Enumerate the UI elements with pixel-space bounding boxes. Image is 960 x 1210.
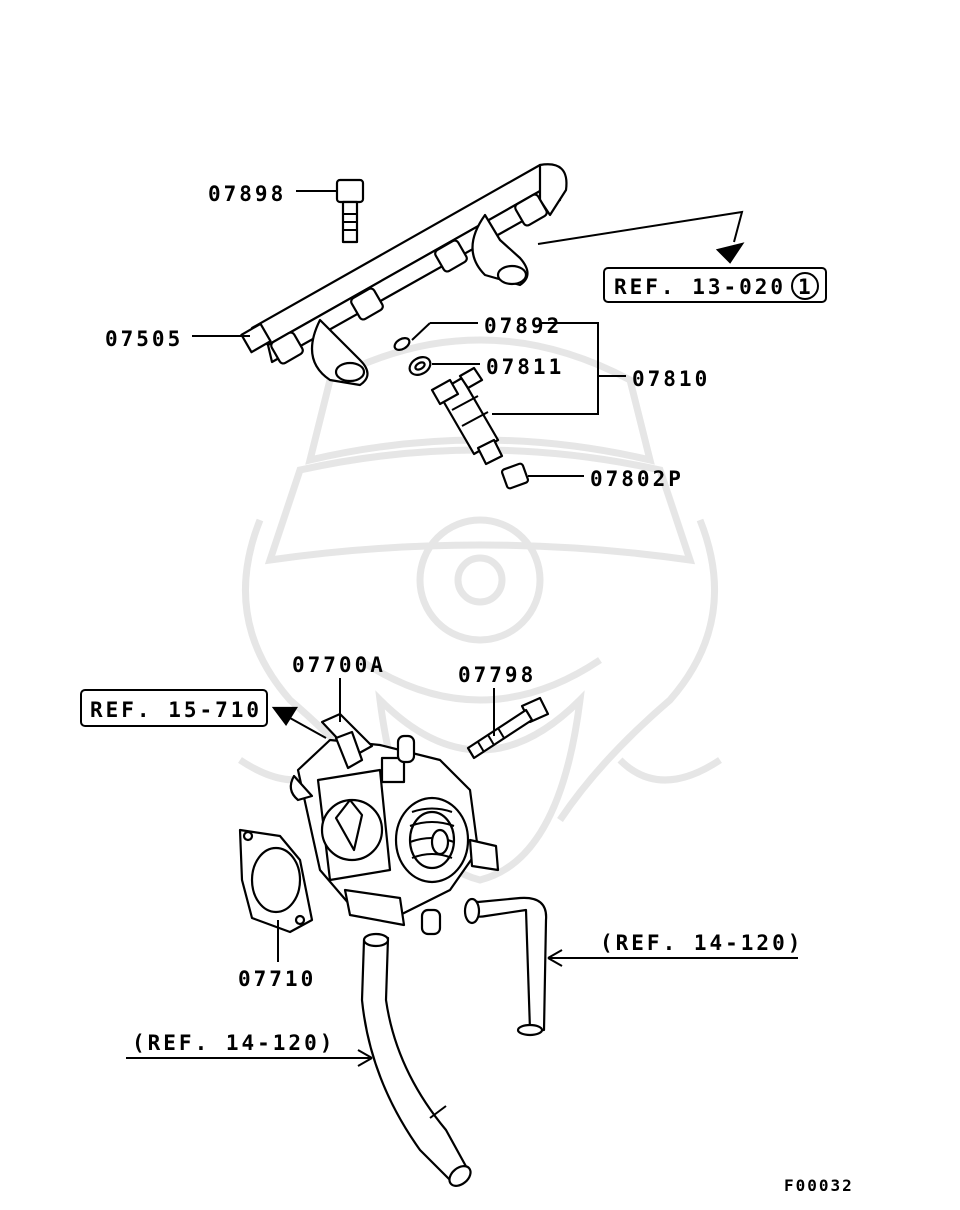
label-throttle-body: 07700A (292, 653, 386, 677)
ref-15-710-box[interactable]: REF. 15-710 (80, 689, 268, 727)
throttle-body[interactable] (289, 712, 500, 936)
label-bolt-throttle: 07798 (458, 663, 536, 687)
bolt-throttle-icon[interactable] (466, 696, 550, 760)
ref-13-020-circle: 1 (798, 275, 811, 299)
ref-13-020-text: REF. 13-020 (614, 275, 786, 299)
label-injector: 07810 (632, 367, 710, 391)
ref-14-120-right: (REF. 14-120) (600, 931, 803, 955)
figure-code: F00032 (784, 1176, 854, 1195)
fuel-rail[interactable] (240, 163, 568, 387)
insulator-icon[interactable] (406, 354, 433, 379)
label-fuel-rail: 07505 (105, 327, 183, 351)
hose-right[interactable] (463, 896, 548, 1037)
seal-o-ring-icon[interactable] (393, 336, 412, 353)
injector-cap-icon[interactable] (500, 462, 530, 490)
label-bolt-top: 07898 (208, 182, 286, 206)
ref-13-020-box[interactable]: REF. 13-020 1 (603, 267, 827, 303)
ref-14-120-left: (REF. 14-120) (132, 1031, 335, 1055)
hose-left[interactable] (360, 932, 474, 1190)
label-insulator: 07811 (486, 355, 564, 379)
injector-icon[interactable] (430, 366, 504, 466)
ref-15-710-text: REF. 15-710 (90, 698, 262, 722)
label-injector-cap: 07802P (590, 467, 684, 491)
label-seal: 07892 (484, 314, 562, 338)
bolt-top-icon[interactable] (335, 178, 365, 244)
gasket-icon[interactable] (238, 828, 314, 934)
label-gasket: 07710 (238, 967, 316, 991)
